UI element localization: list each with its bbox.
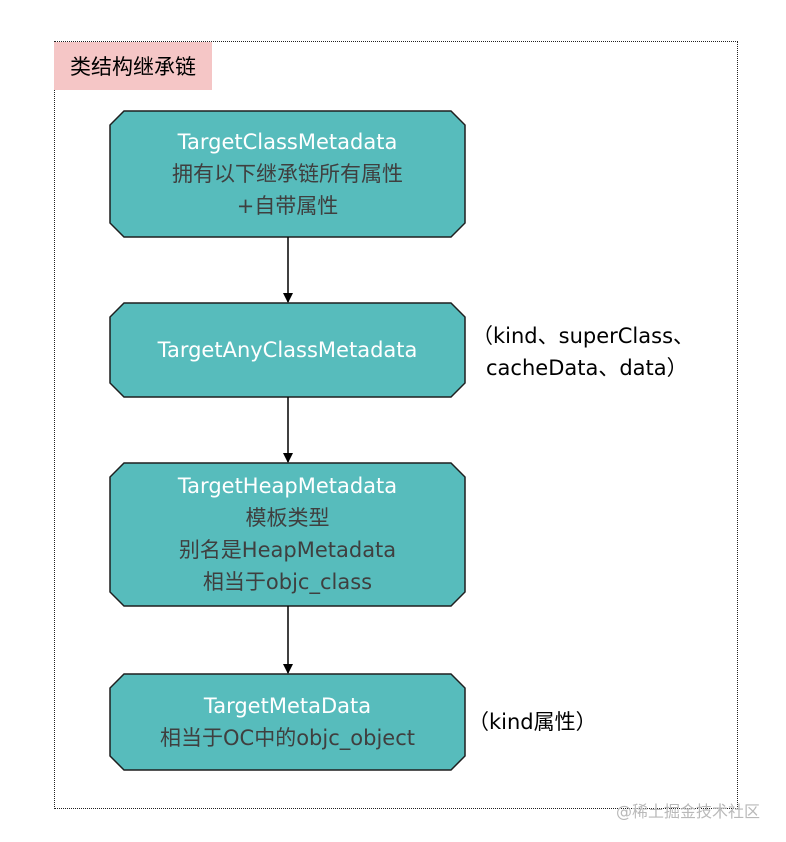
- node-4-title: TargetMetaData: [203, 694, 372, 718]
- meta-data-note: （kind属性）: [468, 710, 597, 734]
- node-1-text: TargetClassMetadata 拥有以下继承链所有属性 +自带属性: [110, 126, 465, 222]
- group-title: 类结构继承链: [54, 42, 212, 90]
- node-1-line-2: +自带属性: [236, 194, 339, 218]
- node-4-line-1: 相当于OC中的objc_object: [160, 726, 415, 750]
- node-2-title: TargetAnyClassMetadata: [157, 338, 418, 362]
- node-1-line-1: 拥有以下继承链所有属性: [172, 162, 403, 186]
- watermark: @稀土掘金技术社区: [615, 802, 760, 821]
- node-target-meta-data: [109, 673, 466, 771]
- node-3-title: TargetHeapMetadata: [177, 474, 398, 498]
- node-4-text: TargetMetaData 相当于OC中的objc_object: [110, 690, 465, 754]
- node-3-text: TargetHeapMetadata 模板类型 别名是HeapMetadata …: [110, 470, 465, 598]
- node-target-class-metadata: [109, 110, 466, 238]
- node-3-line-1: 模板类型: [245, 506, 330, 530]
- any-class-note-line-2: cacheData、data）: [486, 356, 688, 380]
- node-1-title: TargetClassMetadata: [177, 130, 398, 154]
- group-frame: [54, 41, 738, 809]
- node-3-line-2: 别名是HeapMetadata: [178, 538, 397, 562]
- node-2-text: TargetAnyClassMetadata: [110, 334, 465, 366]
- node-3-line-3: 相当于objc_class: [202, 570, 373, 594]
- node-target-heap-metadata: [109, 462, 466, 607]
- any-class-note-line-1: （kind、superClass、: [472, 324, 695, 348]
- node-target-any-class-metadata: [109, 302, 466, 398]
